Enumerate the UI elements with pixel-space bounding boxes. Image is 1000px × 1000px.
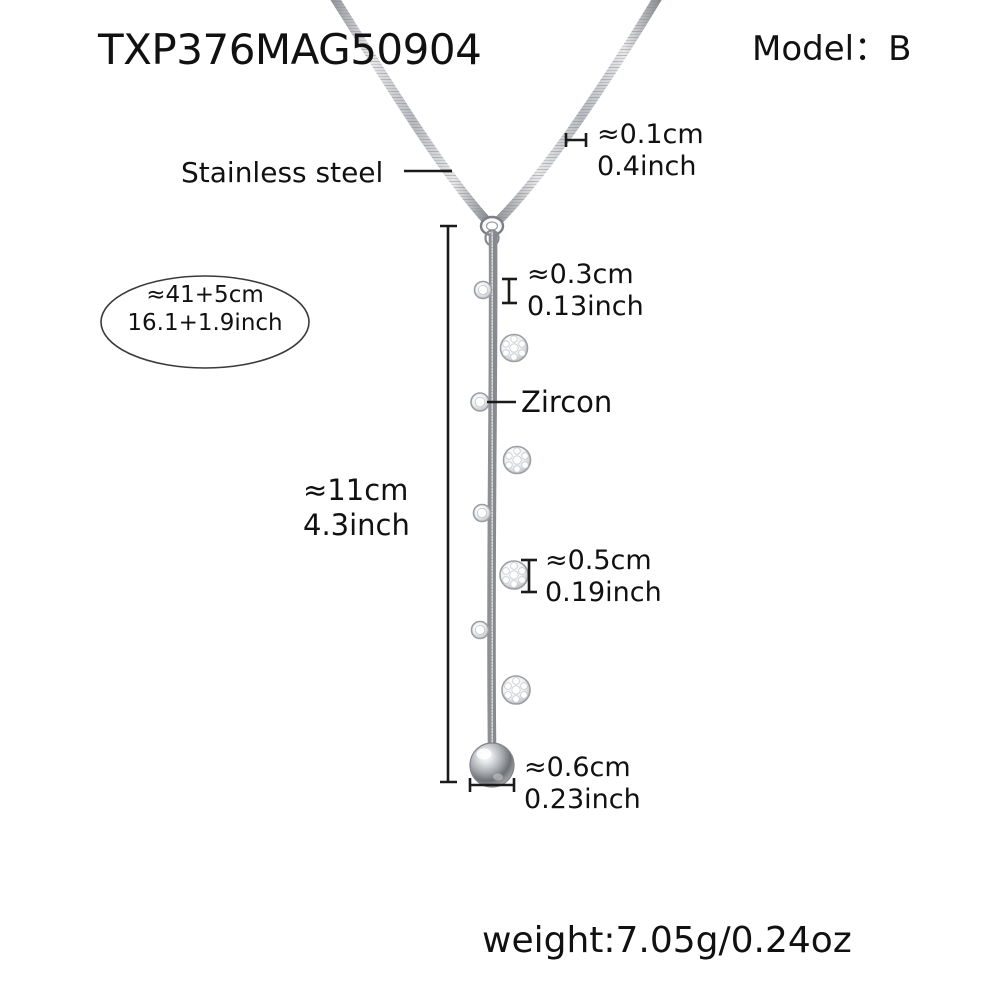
chain-width-label: ≈0.1cm 0.4inch (597, 119, 704, 182)
bead-size-caliper (468, 778, 516, 792)
product-code: TXP376MAG50904 (98, 25, 482, 74)
drop-length-label: ≈11cm 4.3inch (303, 473, 410, 542)
zircon-material-label: Zircon (521, 385, 613, 419)
pave-disc-charm (502, 445, 532, 475)
chain-path (330, 0, 662, 227)
drop-chain (487, 231, 498, 749)
stone-large-size-label: ≈0.5cm 0.19inch (545, 545, 662, 608)
pave-disc-charm (499, 333, 529, 363)
sphere-bead (469, 742, 515, 788)
loop-size-ellipse (100, 275, 310, 369)
stone-small-caliper (502, 277, 517, 305)
zircon-charm (473, 280, 493, 300)
bead-size-label: ≈0.6cm 0.23inch (524, 752, 641, 815)
stone-large-caliper (521, 558, 537, 594)
model-label: Model：B (752, 29, 912, 69)
pave-disc-charm (499, 560, 529, 590)
zircon-charm (470, 620, 490, 640)
drop-length-dimension (440, 224, 457, 784)
loop-size-label: ≈41+5cm 16.1+1.9inch (127, 282, 283, 337)
pave-disc-charm (501, 675, 531, 705)
stone-small-size-label: ≈0.3cm 0.13inch (527, 259, 644, 322)
weight-label: weight:7.05g/0.24oz (482, 920, 852, 961)
material-label: Stainless steel (181, 156, 384, 189)
zircon-charm (472, 503, 492, 523)
chain-width-caliper (564, 133, 588, 147)
